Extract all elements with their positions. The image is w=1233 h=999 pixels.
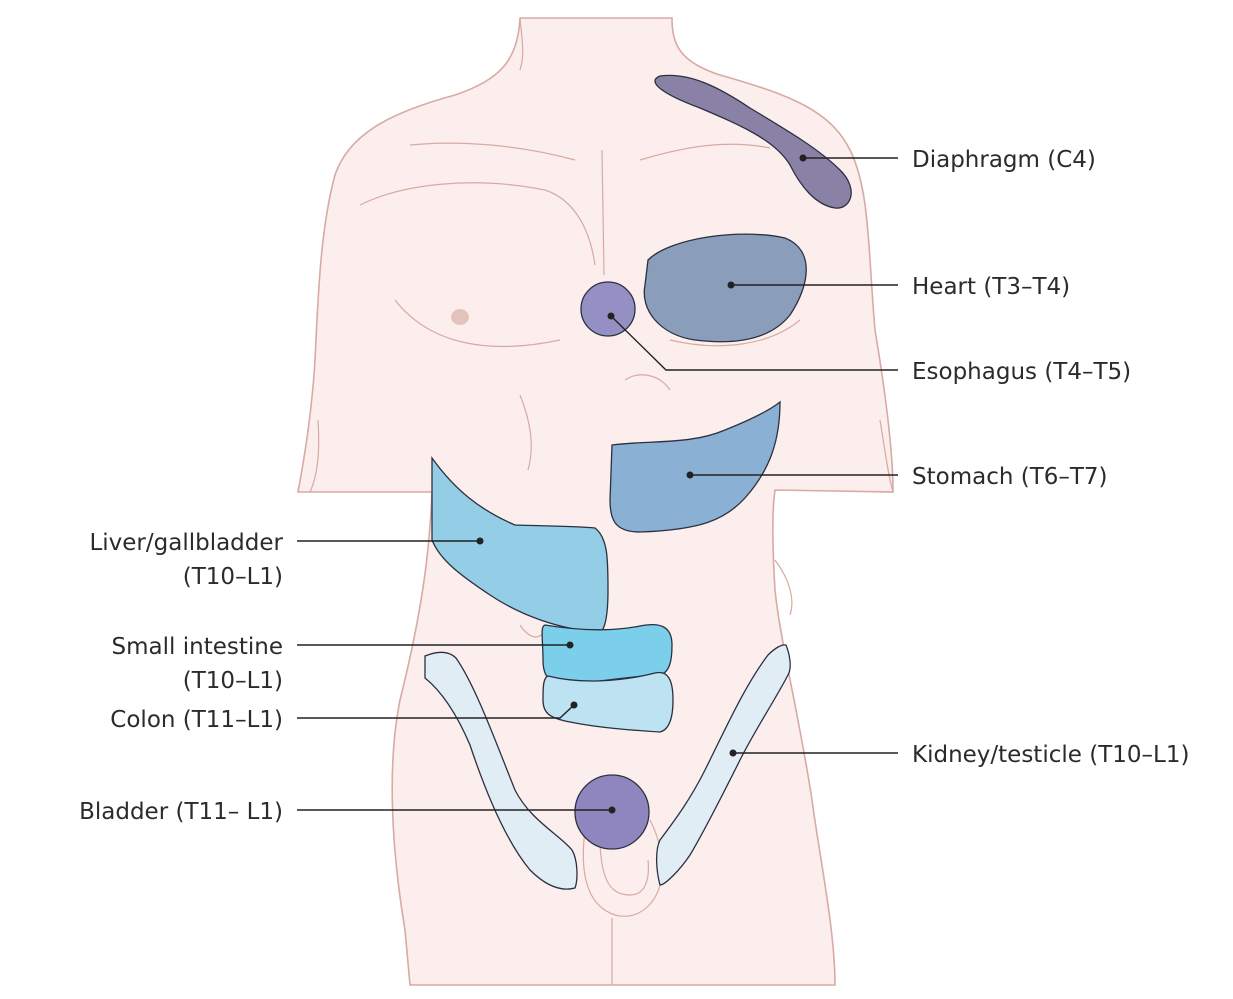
abdominal-upper: [624, 374, 671, 391]
dot-diaphragm: [799, 154, 807, 162]
dot-stomach: [686, 471, 694, 479]
colon-region: [542, 671, 674, 733]
dot-small-intestine: [566, 641, 574, 649]
dot-colon: [570, 701, 578, 709]
kidney-right-region: [655, 644, 791, 886]
collarbone-right: [639, 143, 771, 161]
chest-left: [359, 182, 596, 266]
neck-line: [519, 17, 524, 71]
dot-bladder: [608, 806, 616, 814]
genitals-detail: [599, 844, 650, 896]
pec-left-lower: [394, 299, 561, 348]
heart-region: [643, 233, 807, 343]
leader-lines: [297, 154, 898, 814]
diaphragm-region: [654, 74, 852, 209]
pec-right-lower: [669, 319, 801, 347]
label-heart: Heart (T3–T4): [912, 274, 1070, 300]
label-small-intestine-line2: (T10–L1): [183, 668, 283, 694]
label-colon: Colon (T11–L1): [110, 707, 283, 733]
dot-esophagus: [607, 312, 615, 320]
liver-region: [431, 455, 609, 633]
hip-right: [774, 559, 793, 616]
label-small-intestine-line1: Small intestine: [112, 634, 283, 660]
arm-left-inner: [309, 419, 320, 493]
esophagus-region: [580, 281, 636, 337]
referred-pain-regions: [424, 74, 852, 890]
label-kidney: Kidney/testicle (T10–L1): [912, 742, 1189, 768]
label-esophagus: Esophagus (T4–T5): [912, 359, 1131, 385]
dot-kidney: [729, 749, 737, 757]
label-stomach: Stomach (T6–T7): [912, 464, 1108, 490]
nipple-left: [451, 309, 469, 325]
leader-esophagus: [610, 315, 898, 371]
label-bladder: Bladder (T11– L1): [79, 799, 283, 825]
labels: Diaphragm (C4) Heart (T3–T4) Esophagus (…: [79, 147, 1189, 825]
arm-right-inner: [879, 419, 894, 493]
collarbone-left: [409, 142, 576, 161]
label-liver-line2: (T10–L1): [183, 564, 283, 590]
label-diaphragm: Diaphragm (C4): [912, 147, 1096, 173]
rib-left: [519, 394, 532, 471]
label-liver-line1: Liver/gallbladder: [89, 530, 283, 556]
dot-heart: [727, 281, 735, 289]
sternum: [601, 149, 605, 276]
kidney-left-region: [424, 651, 578, 890]
stomach-region: [609, 400, 781, 533]
dot-liver: [476, 537, 484, 545]
leader-colon: [297, 704, 575, 719]
